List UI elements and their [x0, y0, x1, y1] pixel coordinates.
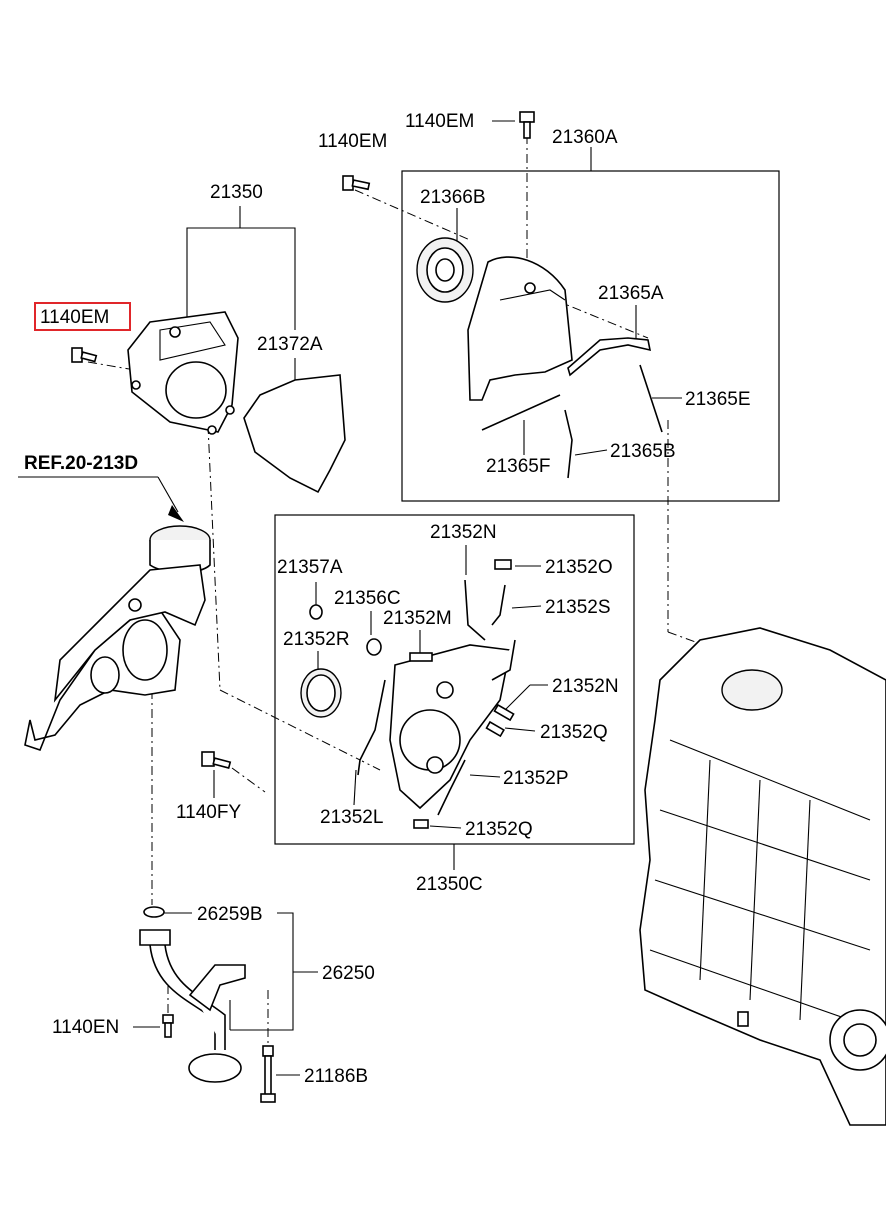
label-1140en: 1140EN [52, 1017, 119, 1038]
label-21365e: 21365E [685, 389, 751, 410]
label-21350c: 21350C [416, 874, 483, 895]
highlight-box [34, 302, 131, 331]
bolt-1140fy [201, 751, 232, 770]
oil-strainer [139, 906, 246, 1083]
leader-lines [18, 120, 780, 1076]
label-21372a: 21372A [257, 334, 323, 355]
label-21352s: 21352S [545, 597, 611, 618]
label-21365f: 21365F [486, 456, 550, 477]
label-21352l: 21352L [320, 807, 383, 828]
part-labels: 1140EM 21360A 1140EM 21350 21366B 21365A… [24, 111, 751, 1087]
label-21352o: 21352O [545, 557, 613, 578]
bolt-1140em-mid [342, 175, 371, 191]
label-21365b: 21365B [610, 441, 676, 462]
label-21352r: 21352R [283, 629, 350, 650]
label-1140fy: 1140FY [176, 802, 241, 823]
label-26259b: 26259B [197, 904, 263, 925]
label-1140em-highlighted: 1140EM [40, 307, 109, 328]
label-21357a: 21357A [277, 557, 343, 578]
timing-belt-cover-lower [127, 311, 239, 435]
bolt-21186b [260, 1045, 276, 1103]
label-21365a: 21365A [598, 283, 664, 304]
lower-cover-kit [300, 559, 516, 829]
label-21366b: 21366B [420, 187, 486, 208]
label-1140em-top: 1140EM [405, 111, 474, 132]
bolt-1140en [162, 1014, 174, 1038]
label-21352p: 21352P [503, 768, 569, 789]
label-21352m: 21352M [383, 608, 452, 629]
label-26250: 26250 [322, 963, 375, 984]
label-ref-20-213d: REF.20-213D [24, 453, 138, 474]
label-21352n-top: 21352N [430, 522, 497, 543]
label-21352n-mid: 21352N [552, 676, 619, 697]
label-21350: 21350 [210, 182, 263, 203]
label-21186b: 21186B [304, 1066, 368, 1087]
gasket-21372a [243, 374, 346, 494]
label-21356c: 21356C [334, 588, 401, 609]
bolt-1140em-top [519, 111, 535, 139]
label-21352q-mid: 21352Q [540, 722, 608, 743]
label-21360a: 21360A [552, 127, 618, 148]
bolt-1140em-left [71, 347, 98, 363]
timing-cover-upper [416, 237, 663, 479]
label-1140em-mid: 1140EM [318, 131, 387, 152]
assembly-lines [87, 135, 713, 1045]
water-pump-housing [24, 525, 211, 751]
label-21352q-bot: 21352Q [465, 819, 533, 840]
engine-block [639, 627, 886, 1126]
